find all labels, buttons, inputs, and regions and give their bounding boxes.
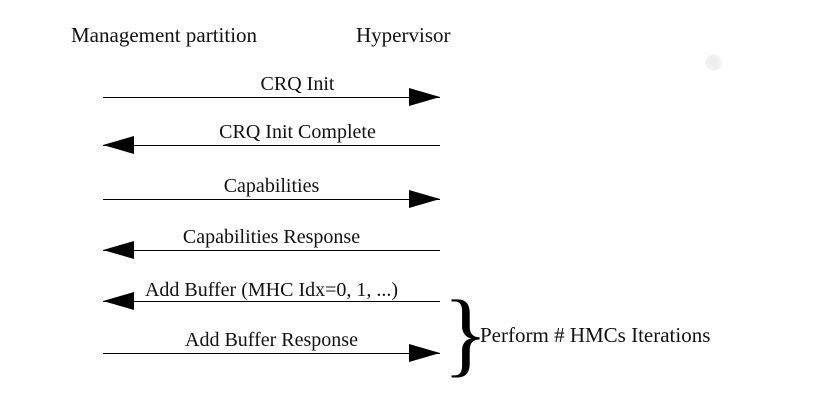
arrow-right-icon (409, 344, 440, 362)
message-label: CRQ Init Complete (219, 121, 376, 143)
lifeline-label-hypervisor: Hypervisor (356, 23, 451, 47)
message-line (103, 145, 440, 146)
arrow-left-icon (103, 241, 134, 259)
message-label: Capabilities Response (182, 226, 361, 248)
message-label: CRQ Init (260, 73, 335, 95)
arrow-right-icon (409, 88, 440, 106)
message-line (103, 97, 440, 98)
curly-brace-icon: } (443, 282, 489, 386)
message-line (103, 353, 440, 354)
message-label: Add Buffer (MHC Idx=0, 1, ...) (144, 279, 399, 301)
arrow-left-icon (103, 136, 134, 154)
arrow-right-icon (409, 190, 440, 208)
message-label: Add Buffer Response (185, 329, 358, 351)
message-label: Capabilities (223, 175, 320, 197)
lifeline-label-management: Management partition (71, 23, 258, 47)
message-line (103, 250, 440, 251)
arrow-left-icon (103, 292, 134, 310)
message-line (103, 199, 440, 200)
scan-artifact-speck (705, 54, 722, 71)
iteration-annotation-label: Perform # HMCs Iterations (480, 323, 711, 347)
message-line (103, 301, 440, 302)
